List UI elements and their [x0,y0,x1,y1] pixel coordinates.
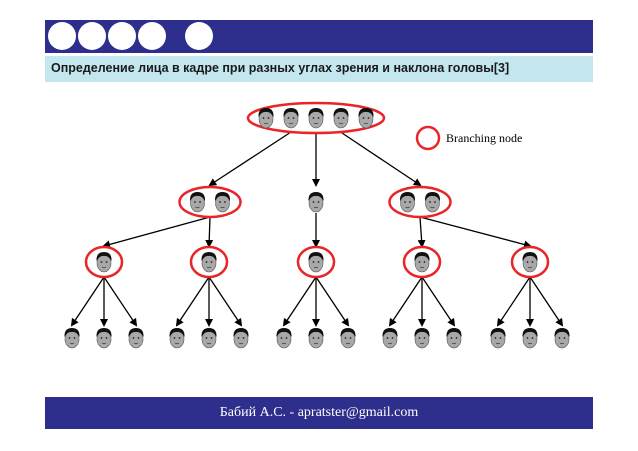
title-bar: Определение лица в кадре при разных угла… [45,56,593,82]
face-icon [95,327,113,349]
branching-node-ring [84,245,124,279]
face-icon [413,251,431,273]
face-icon [339,327,357,349]
footer-author: Бабий А.С. - apratster@gmail.com [219,405,419,420]
face-icon [521,327,539,349]
tree-edges [70,132,564,327]
tree-arrow [103,276,138,327]
face-icon [275,327,293,349]
tree-arrow [282,276,317,327]
legend-ring-icon [415,125,441,151]
tree-arrow [341,132,422,187]
tree-arrow [205,216,214,248]
decor-circle [78,22,106,50]
face-icon [399,191,416,213]
branching-node-ring [510,245,550,279]
tree-arrow [102,216,211,249]
branching-node-ring [296,245,336,279]
tree-arrow [419,216,532,249]
face-icon [307,107,325,129]
face-icon [307,191,325,213]
face-icon [381,327,399,349]
decor-circle [48,22,76,50]
face-icon [257,107,275,129]
branching-rings [84,101,550,279]
tree-arrow [421,276,456,327]
decor-circle [138,22,166,50]
branching-node-ring [189,245,229,279]
face-icon [282,107,300,129]
face-icon [63,327,81,349]
face-icon [127,327,145,349]
tree-arrow [175,276,210,327]
slide-title: Определение лица в кадре при разных угла… [51,61,510,75]
header-bar [45,20,593,53]
face-icon [307,251,325,273]
branching-node-ring [246,101,386,135]
face-icon [424,191,441,213]
face-icon [413,327,431,349]
face-icon [95,251,113,273]
tree-arrow [70,276,105,327]
face-icon [168,327,186,349]
tree-arrow [388,276,423,327]
branching-node-ring [178,185,242,219]
face-icon [200,251,218,273]
face-icon [232,327,250,349]
tree-arrow [315,276,350,327]
footer-bar: Бабий А.С. - apratster@gmail.com [45,397,593,429]
face-icon [489,327,507,349]
face-icon [307,327,325,349]
face-icon [553,327,571,349]
face-icon [521,251,539,273]
tree-arrow [208,276,243,327]
face-icon [332,107,350,129]
legend-label: Branching node [446,131,522,145]
tree-arrow [417,216,426,248]
face-icon [189,191,206,213]
face-icon [214,191,231,213]
branching-node-ring [402,245,442,279]
decor-circle [185,22,213,50]
tree-arrow [529,276,564,327]
tree-arrow [496,276,531,327]
tree-arrow [208,132,290,187]
branching-node-ring [388,185,452,219]
face-icon [200,327,218,349]
legend: Branching node [415,125,522,151]
face-icon [445,327,463,349]
face-icon [357,107,375,129]
decor-circle [108,22,136,50]
